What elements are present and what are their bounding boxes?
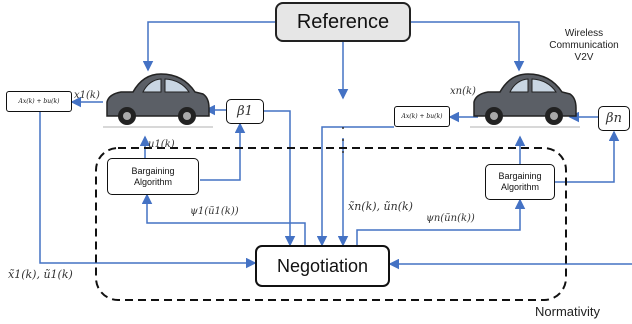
ref-to-right-car-line bbox=[411, 21, 525, 72]
car-right-icon bbox=[470, 73, 580, 128]
xn-label: xn(k) bbox=[450, 86, 476, 97]
model-box-left: Ax(k) + bu(k) bbox=[6, 91, 72, 112]
reference-box: Reference bbox=[275, 2, 411, 42]
ellipsis-dots bbox=[342, 127, 344, 153]
beta-box-right: βn bbox=[598, 106, 630, 131]
bargaining-box-right: Bargaining Algorithm bbox=[485, 164, 555, 200]
modeln-to-negotiation-line bbox=[316, 126, 394, 247]
psin-label: ψn(ũn(k)) bbox=[426, 213, 475, 224]
normativity-label: Normativity bbox=[535, 304, 601, 319]
u1-label: u1(k) bbox=[148, 139, 175, 150]
x1u1-to-negotiation-line bbox=[39, 112, 257, 269]
beta-box-left: β1 bbox=[226, 99, 264, 124]
psi1-label: ψ1(ũ1(k)) bbox=[190, 206, 239, 217]
car-left-icon bbox=[103, 73, 213, 128]
xn-un-label: x̃n(k), ũn(k) bbox=[348, 200, 413, 213]
beta1-to-negotiation-line bbox=[264, 110, 296, 247]
x1-u1-label: x̃1(k), ũ1(k) bbox=[8, 268, 73, 281]
bargaining-box-left: Bargaining Algorithm bbox=[107, 158, 199, 195]
bargain1-to-beta1-line bbox=[200, 122, 246, 181]
bargainn-to-betan-line bbox=[555, 130, 620, 183]
negotiation-box: Negotiation bbox=[255, 245, 390, 287]
ref-to-left-car-line bbox=[142, 21, 275, 72]
psi1-line bbox=[141, 193, 306, 245]
model-box-right: Ax(k) + bu(k) bbox=[394, 106, 450, 127]
psin-line bbox=[356, 198, 526, 245]
x1-label: x1(k) bbox=[74, 90, 100, 101]
wireless-label: Wireless Communication V2V bbox=[549, 28, 619, 63]
reference-label: Reference bbox=[296, 10, 390, 33]
normativity-region bbox=[95, 147, 567, 301]
